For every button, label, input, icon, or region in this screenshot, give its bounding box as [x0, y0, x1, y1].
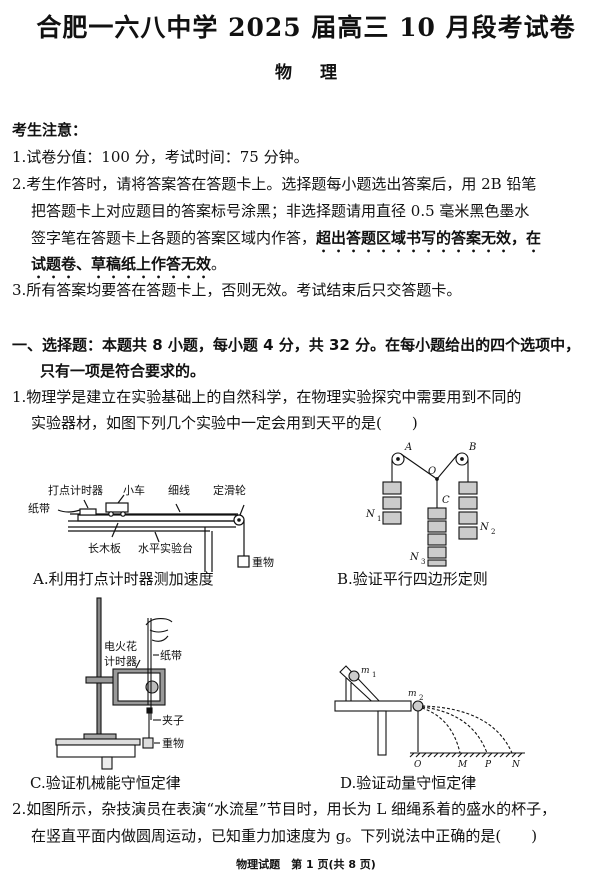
- label-m: M: [457, 760, 468, 770]
- label-n: N: [511, 760, 521, 770]
- label-n1: N: [365, 509, 376, 520]
- notice-text: 。: [211, 255, 227, 273]
- section-heading-line-1: 一、选择题：本题共 8 小题，每小题 4 分，共 32 分。在每小题给出的四个选…: [12, 336, 581, 354]
- option-c-caption: C.验证机械能守恒定律: [30, 774, 181, 792]
- label-n3-sub: 3: [421, 558, 425, 566]
- label-clip: 夹子: [162, 714, 184, 727]
- label-weight: 重物: [162, 736, 184, 750]
- notice-emphasis: 试题卷、草稿纸上作答无效: [31, 255, 212, 273]
- notice-item-2-line-4: 试题卷、草稿纸上作答无效。: [31, 254, 226, 282]
- label-tape: 纸带: [160, 649, 182, 662]
- label-o: O: [428, 466, 436, 477]
- figure-d-momentum: [334, 665, 525, 758]
- q2-line-2: 在竖直平面内做圆周运动，已知重力加速度为 g。下列说法中正确的是( ): [31, 827, 538, 845]
- label-n1-sub: 1: [377, 515, 381, 523]
- page-footer: 物理试题 第 1 页(共 8 页): [236, 858, 376, 871]
- label-m1-sub: 1: [372, 671, 376, 679]
- section-heading-line-2: 只有一项是符合要求的。: [40, 362, 206, 380]
- label-m1: m: [361, 666, 370, 676]
- option-a-caption: A.利用打点计时器测加速度: [33, 570, 214, 588]
- figure-a-timer-experiment: [57, 494, 250, 572]
- label-table: 水平实验台: [138, 541, 193, 555]
- label-n3: N: [409, 552, 420, 563]
- notice-item-3: 3.所有答案均要答在答题卡上，否则无效。考试结束后只交答题卡。: [12, 281, 462, 299]
- label-m2: m: [408, 689, 417, 699]
- notice-text: 签字笔在答题卡上各题的答案区域内作答，: [31, 229, 317, 247]
- label-cart: 小车: [123, 483, 145, 497]
- label-a: A: [404, 442, 412, 453]
- label-timer: 打点计时器: [48, 483, 103, 497]
- subject-title: 物理: [275, 63, 365, 83]
- label-m2-sub: 2: [419, 694, 423, 702]
- figure-a-labels: 打点计时器 小车 细线 定滑轮 纸带 长木板 水平实验台 重物: [28, 483, 274, 569]
- label-b: B: [468, 442, 476, 453]
- label-tape: 纸带: [28, 502, 50, 515]
- option-d-caption: D.验证动量守恒定律: [340, 774, 477, 792]
- option-b-caption: B.验证平行四边形定则: [337, 570, 488, 588]
- label-o: O: [414, 760, 422, 770]
- notice-item-2-line-1: 2.考生作答时，请将答案答在答题卡上。选择题每小题选出答案后，用 2B 铅笔: [12, 175, 537, 193]
- label-weight: 重物: [252, 555, 274, 569]
- label-c: C: [442, 495, 450, 506]
- q1-line-1: 1.物理学是建立在实验基础上的自然科学，在物理实验探究中需要用到不同的: [12, 388, 522, 406]
- label-n2-sub: 2: [491, 528, 495, 536]
- exam-title: 合肥一六八中学 2025 届高三 10 月段考试卷: [36, 13, 576, 42]
- q1-line-2: 实验器材，如图下列几个实验中一定会用到天平的是( ): [31, 414, 418, 432]
- label-timer-line-1: 电火花: [104, 640, 137, 653]
- label-board: 长木板: [88, 541, 121, 555]
- notice-item-2-line-2: 把答题卡上对应题目的答案标号涂黑；非选择题请用直径 0.5 毫米黑色墨水: [31, 202, 530, 220]
- figure-c-labels: 电火花 计时器 纸带 夹子 重物: [104, 640, 184, 750]
- figure-c-mechanical-energy: [55, 597, 173, 770]
- notice-item-2-line-3: 签字笔在答题卡上各题的答案区域内作答，超出答题区域书写的答案无效，在: [31, 228, 541, 256]
- notice-emphasis: 超出答题区域书写的答案无效，在: [316, 229, 542, 247]
- label-n2: N: [479, 522, 490, 533]
- figure-b-parallelogram: [382, 452, 478, 567]
- notice-item-1: 1.试卷分值：100 分，考试时间：75 分钟。: [12, 148, 309, 166]
- notice-heading: 考生注意：: [12, 121, 88, 139]
- label-pulley: 定滑轮: [213, 483, 246, 497]
- label-timer-line-2: 计时器: [104, 655, 137, 668]
- label-p: P: [484, 760, 492, 770]
- q2-line-1: 2.如图所示，杂技演员在表演“水流星”节目时，用长为 L 细绳系着的盛水的杯子，: [12, 800, 557, 818]
- label-string: 细线: [168, 483, 190, 497]
